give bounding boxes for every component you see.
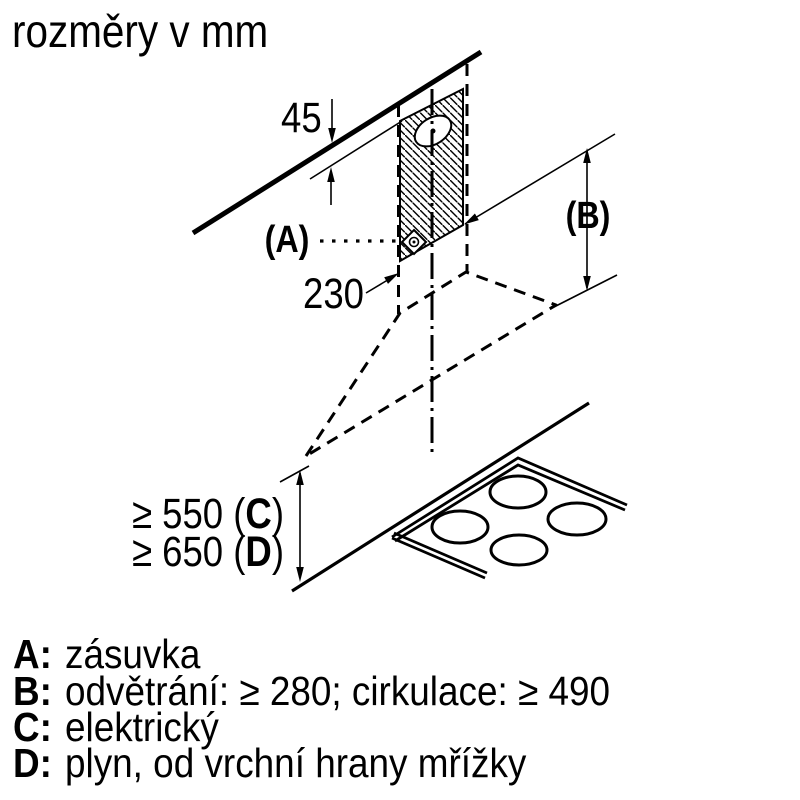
outlet-circle (408, 236, 420, 248)
dim-b (551, 148, 618, 309)
dim-cd-top-extension-line (279, 465, 310, 483)
legend-text-a: zásuvka (65, 632, 201, 677)
cooktop-front-left-edge-inner (393, 531, 488, 575)
hood-dashed-outline (304, 270, 558, 458)
dim-230-label: 230 (303, 270, 364, 317)
burner-right (546, 501, 608, 537)
cooktop-4-burners (391, 456, 628, 580)
ceiling-line (191, 49, 483, 236)
dim-c-label: ≥ 550 (C) (132, 490, 284, 537)
dim-230-right-arrow-head (464, 213, 479, 225)
legend-text-b: odvětrání: ≥ 280; cirkulace: ≥ 490 (65, 669, 610, 714)
burner-left (430, 509, 490, 545)
legend-key-d: D: (13, 741, 52, 786)
dim-45-arrow-up-head (327, 167, 335, 182)
dim-cd-up-arrow-head (296, 470, 304, 485)
burner-front (489, 533, 549, 567)
dim-b-bottom-extension-line (551, 274, 618, 309)
outlet-dot (412, 240, 416, 244)
label-a: (A) (265, 219, 310, 261)
legend-key-a: A: (13, 632, 52, 677)
dim-45-arrows (327, 99, 336, 205)
countertop-line (291, 401, 590, 593)
dim-45-arrow-down-head (328, 128, 336, 143)
dim-b-down-arrow-head (583, 276, 591, 291)
dim-b-top-extension-line (464, 133, 616, 225)
cooktop-front-left-edge-outer (391, 536, 486, 580)
dim-230 (365, 133, 616, 294)
power-outlet-symbol (400, 228, 428, 256)
legend-key-c: C: (13, 705, 52, 750)
legend-text-c: elektrický (65, 705, 219, 750)
burner-back (488, 474, 548, 510)
dim-45-label: 45 (281, 94, 322, 141)
legend: A: zásuvka B: odvětrání: ≥ 280; cirkulac… (13, 632, 610, 786)
label-b: (B) (566, 195, 611, 237)
dim-b-up-arrow-head (583, 148, 591, 163)
dim-cd (279, 465, 310, 582)
cooktop-back-edges-outer (391, 456, 628, 539)
cooktop-back-edges-inner (394, 463, 626, 543)
dim-cd-down-arrow-head (296, 567, 304, 582)
legend-key-b: B: (13, 669, 52, 714)
legend-text-d: plyn, od vrchní hrany mřížky (65, 741, 527, 786)
dim-230-left-arrow-head (384, 273, 399, 284)
dim-d-label: ≥ 650 (D) (132, 528, 284, 575)
offset-45-extension-line (309, 120, 403, 180)
page-title: rozměry v mm (12, 7, 268, 58)
